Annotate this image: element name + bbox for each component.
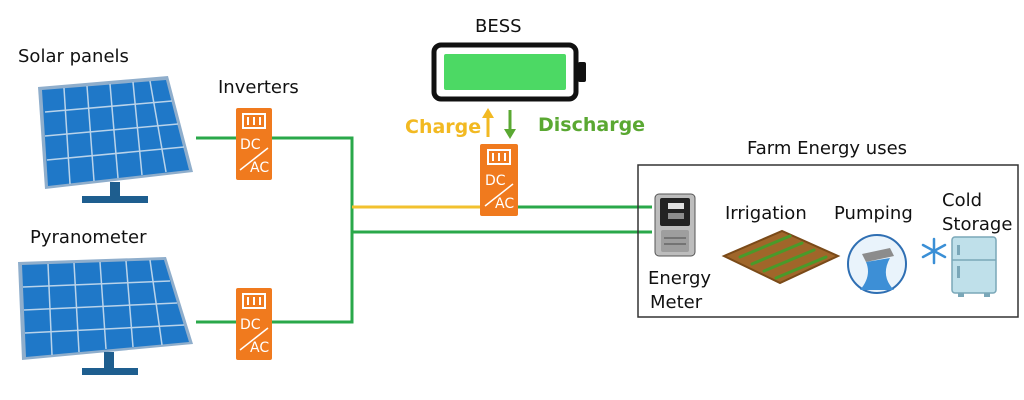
charge-label: Charge xyxy=(405,116,481,138)
bess-label: BESS xyxy=(475,16,522,37)
energy-meter-label-line2: Meter xyxy=(650,292,703,313)
discharge-arrow-icon xyxy=(504,110,516,139)
farm-energy-uses-box xyxy=(637,164,1019,318)
farm-energy-uses-title: Farm Energy uses xyxy=(747,138,907,159)
charge-arrow-icon xyxy=(482,108,494,137)
cold-storage-label-line2: Storage xyxy=(942,214,1012,235)
inverter-dc-label: DC xyxy=(240,317,261,333)
irrigation-field-icon xyxy=(721,229,841,285)
inverter-top: DC AC xyxy=(236,108,272,180)
energy-meter-icon xyxy=(654,193,696,257)
pumping-label: Pumping xyxy=(834,203,913,224)
pumping-icon xyxy=(847,234,907,294)
inverter-bottom: DC AC xyxy=(236,288,272,360)
solar-panel-top xyxy=(38,76,193,203)
inverter-ac-label: AC xyxy=(250,160,269,176)
inverters-label: Inverters xyxy=(218,77,299,98)
solar-panels-label: Solar panels xyxy=(18,46,129,67)
inverter-dc-label: DC xyxy=(240,137,261,153)
energy-meter-label-line1: Energy xyxy=(648,268,711,289)
inverter-ac-label: AC xyxy=(495,196,514,212)
cold-storage-label-line1: Cold xyxy=(942,190,982,211)
discharge-label: Discharge xyxy=(538,114,645,136)
irrigation-label: Irrigation xyxy=(725,203,807,224)
wires xyxy=(196,136,652,324)
inverter-ac-label: AC xyxy=(250,340,269,356)
inverter-dc-label: DC xyxy=(485,173,506,189)
refrigerator-icon xyxy=(951,236,997,297)
pyranometer-label: Pyranometer xyxy=(30,227,147,248)
battery-icon xyxy=(431,42,586,102)
bess-inverter: DC AC xyxy=(480,144,518,216)
wire-inverters-bus xyxy=(272,136,354,324)
snowflake-icon xyxy=(921,237,947,265)
solar-panel-bottom xyxy=(18,257,193,375)
